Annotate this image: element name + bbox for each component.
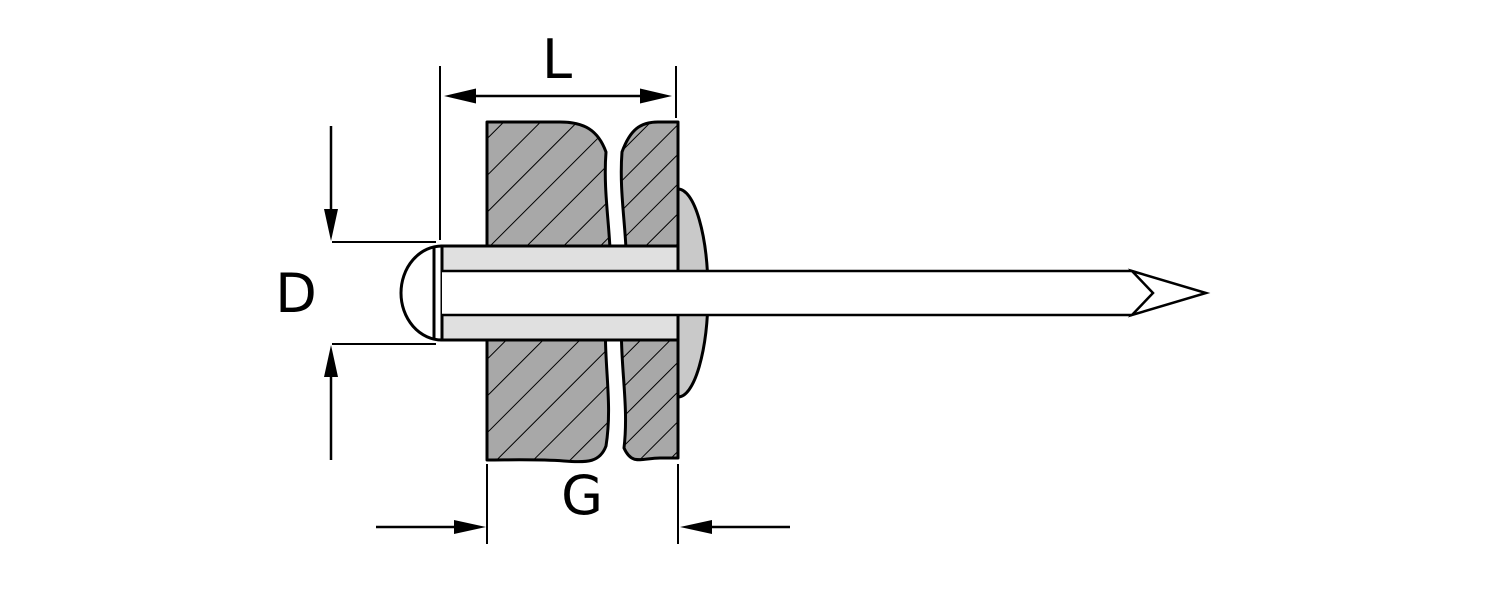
dimension-L: L: [439, 28, 677, 240]
mandrel-tip: [1127, 268, 1211, 318]
dim-G-arrowhead-right: [680, 520, 712, 534]
dim-G-arrowhead-left: [454, 520, 486, 534]
dim-L-arrowhead-left: [444, 88, 476, 104]
dim-D-arrowhead-bottom: [324, 345, 338, 377]
rivet-head-dome: [399, 244, 444, 342]
dimension-D: D: [275, 126, 436, 460]
dim-G-label: G: [561, 464, 603, 527]
dimension-G: G: [376, 464, 790, 544]
dim-L-label: L: [542, 28, 572, 91]
dim-D-arrowhead-top: [324, 209, 338, 241]
mandrel-stem: [442, 271, 1132, 315]
dim-D-label: D: [275, 262, 317, 325]
dim-L-arrowhead-right: [640, 88, 672, 104]
